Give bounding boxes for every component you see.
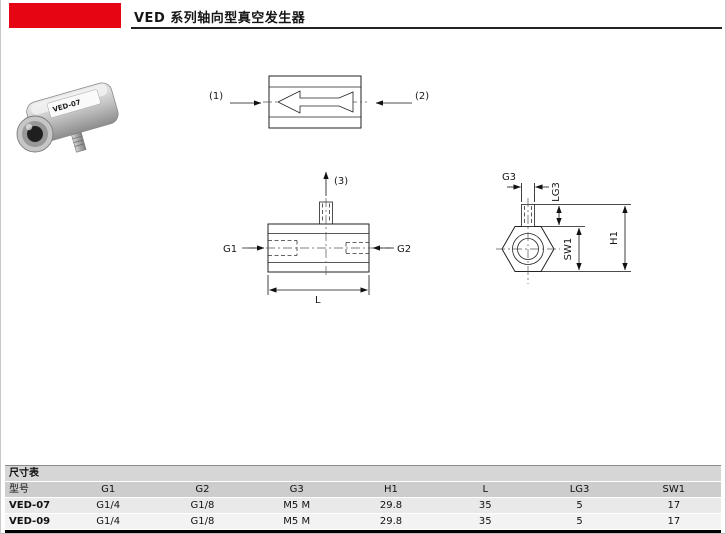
cell-r1-lg3: 5: [532, 513, 627, 530]
label-dim-g3: G3: [502, 172, 516, 183]
cell-r0-model: VED-07: [5, 497, 61, 514]
label-dim-lg3: LG3: [551, 182, 562, 202]
cell-r1-sw1: 17: [626, 513, 721, 530]
end-view: G3 LG3 SW1 H1: [496, 172, 631, 284]
cell-r1-g1: G1/4: [61, 513, 156, 530]
venturi-nozzle-outline: [277, 90, 354, 114]
title-divider: [131, 27, 722, 29]
brand-logo-block: [9, 3, 121, 28]
table-caption: 尺寸表: [5, 466, 721, 482]
table-header-row: 型号 G1 G2 G3 H1 L LG3 SW1: [5, 482, 721, 498]
label-dim-sw1: SW1: [563, 238, 574, 261]
col-header-g1: G1: [61, 482, 156, 498]
cell-r0-g2: G1/8: [155, 497, 250, 514]
col-header-model: 型号: [5, 482, 61, 498]
cell-r1-model: VED-09: [5, 513, 61, 530]
cell-r0-l: 35: [438, 497, 533, 514]
table-row-ved-07: VED-07 G1/4 G1/8 M5 M 29.8 35 5 17: [5, 497, 721, 514]
technical-drawings: (1) (2) (3) G1 G2: [209, 75, 631, 306]
cell-r1-g3: M5 M: [249, 513, 344, 530]
dimension-table: 尺寸表 型号 G1 G2 G3 H1 L LG3 SW1 VED-07 G1/4: [5, 465, 721, 533]
product-photo: VED-07: [16, 82, 119, 153]
label-dim-h1: H1: [609, 231, 620, 245]
label-dim-l: L: [315, 295, 321, 306]
label-dim-g1: G1: [223, 244, 237, 255]
label-port-1: (1): [209, 91, 223, 102]
label-port-2: (2): [415, 91, 429, 102]
flow-section-view: (1) (2): [209, 75, 429, 129]
product-bore: [27, 126, 43, 142]
col-header-h1: H1: [343, 482, 439, 498]
table-row-ved-09: VED-09 G1/4 G1/8 M5 M 29.8 35 5 17: [5, 513, 721, 530]
brand-logo: [9, 3, 121, 28]
label-port-3: (3): [334, 176, 348, 187]
col-header-g3: G3: [249, 482, 344, 498]
dimension-table-grid: 型号 G1 G2 G3 H1 L LG3 SW1 VED-07 G1/4 G1/…: [5, 482, 721, 530]
col-header-sw1: SW1: [626, 482, 721, 498]
cell-r1-h1: 29.8: [343, 513, 439, 530]
col-header-l: L: [438, 482, 533, 498]
cell-r0-h1: 29.8: [343, 497, 439, 514]
product-front-face: [16, 115, 54, 153]
cell-r0-sw1: 17: [626, 497, 721, 514]
side-view: (3) G1 G2 L: [223, 171, 411, 306]
col-header-g2: G2: [155, 482, 250, 498]
page-title: VED 系列轴向型真空发生器: [134, 11, 306, 26]
label-dim-g2: G2: [397, 244, 411, 255]
col-header-lg3: LG3: [532, 482, 627, 498]
cell-r0-g3: M5 M: [249, 497, 344, 514]
product-label-plate: [47, 89, 101, 118]
cell-r1-g2: G1/8: [155, 513, 250, 530]
cell-r0-lg3: 5: [532, 497, 627, 514]
cell-r1-l: 35: [438, 513, 533, 530]
product-stud: [71, 131, 87, 153]
cell-r0-g1: G1/4: [61, 497, 156, 514]
